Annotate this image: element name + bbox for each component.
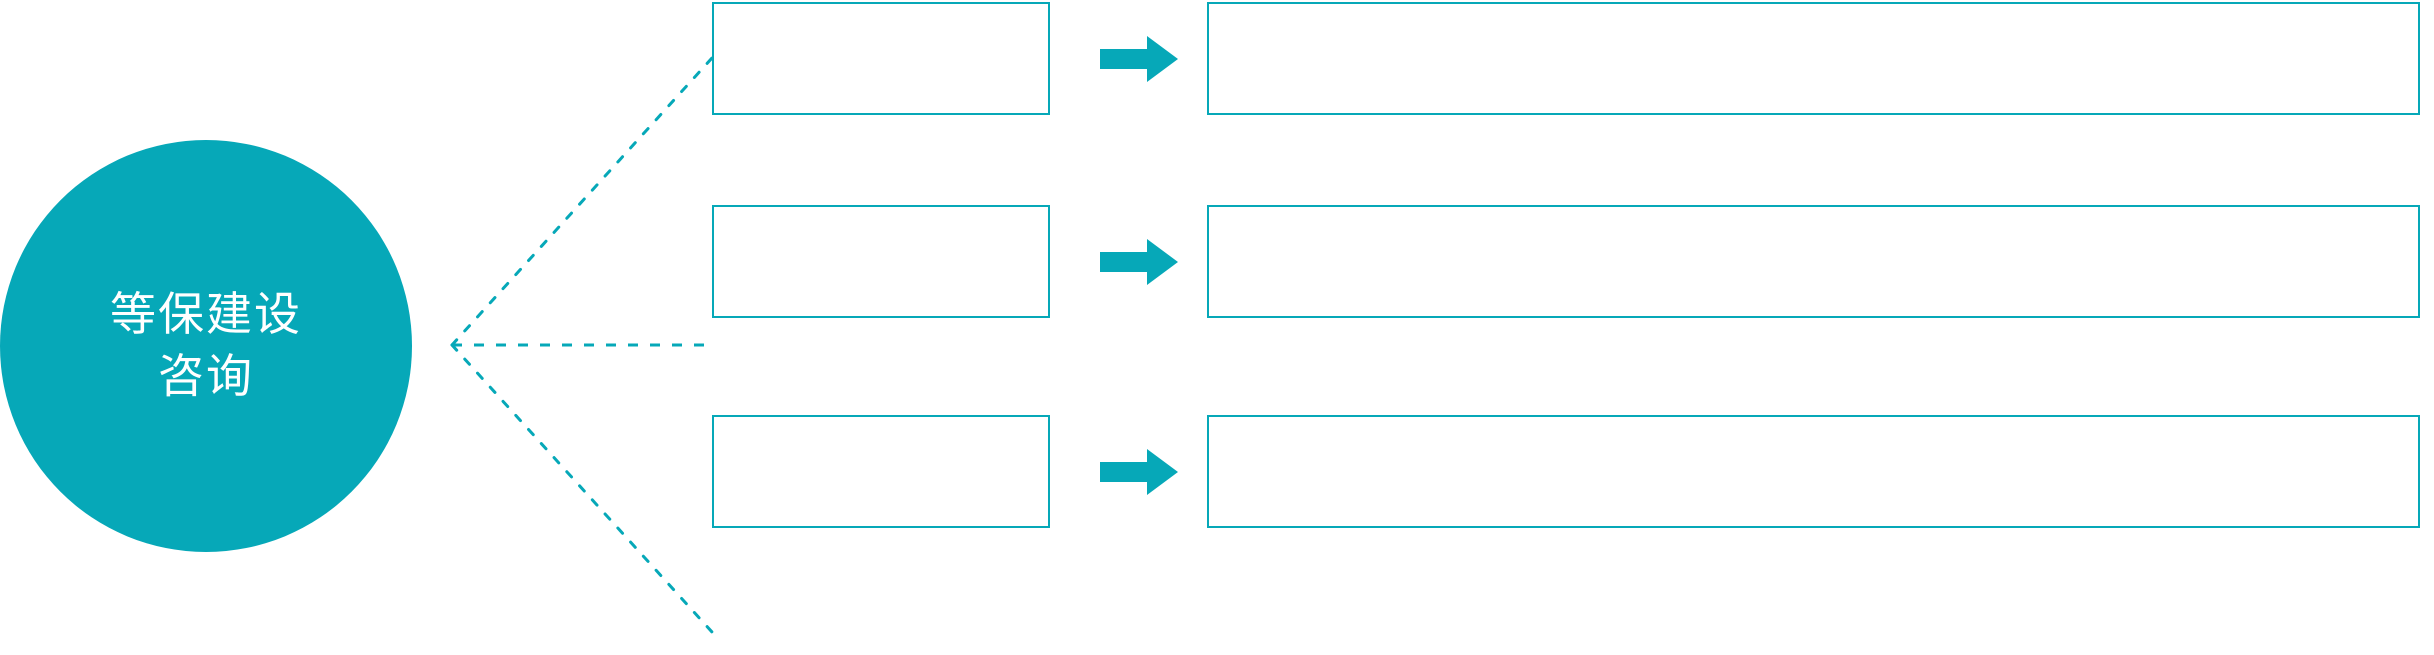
right-block-arrow-icon — [1100, 36, 1178, 82]
detail-box-row-2[interactable] — [1207, 205, 2420, 318]
hub-label-line-1: 等保建设 — [110, 288, 302, 341]
stage-box-row-1[interactable] — [712, 2, 1050, 115]
hub-label-line-2: 咨询 — [158, 350, 254, 402]
stage-box-row-3[interactable] — [712, 415, 1050, 528]
stage-box-row-2[interactable] — [712, 205, 1050, 318]
detail-box-row-1[interactable] — [1207, 2, 2420, 115]
connector-line-row-1 — [450, 56, 714, 347]
right-block-arrow-icon — [1100, 239, 1178, 285]
hub-circle[interactable]: 等保建设 咨询 — [0, 140, 412, 552]
detail-box-row-3[interactable] — [1207, 415, 2420, 528]
connector-line-row-3 — [450, 343, 714, 634]
right-block-arrow-icon — [1100, 449, 1178, 495]
